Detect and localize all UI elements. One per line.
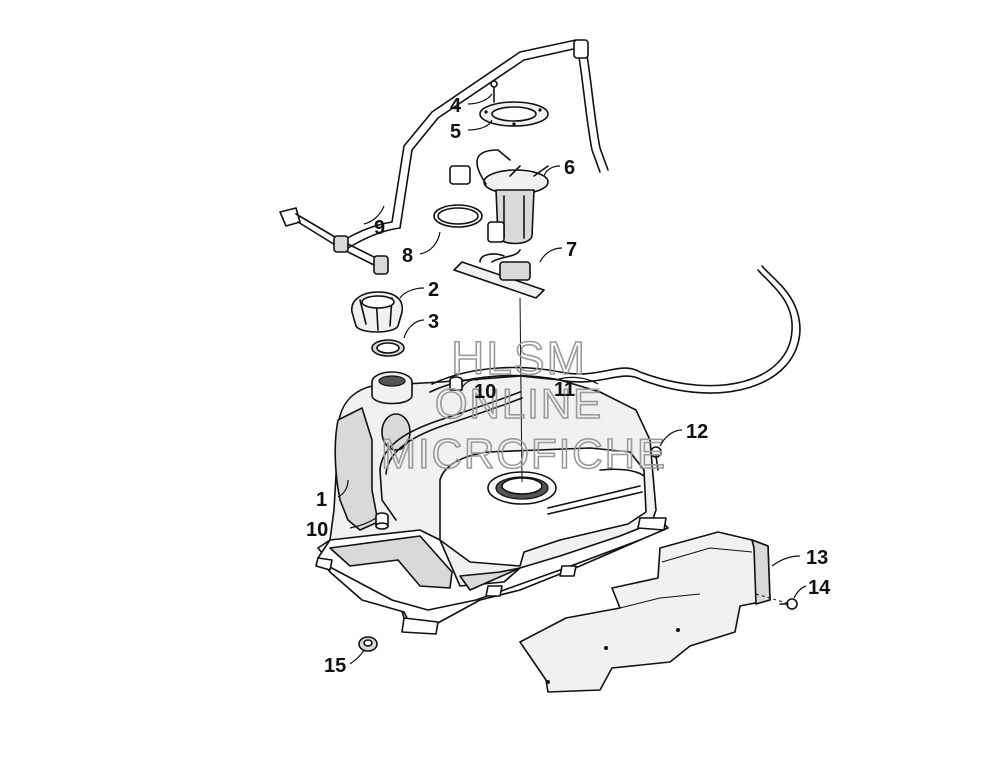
retainer-ring-part-5 — [479, 101, 549, 127]
watermark-line-1: HLSM — [451, 332, 587, 384]
pump-bracket-part-7 — [453, 253, 545, 299]
callout-1: 1 — [316, 489, 327, 511]
callout-14: 14 — [808, 577, 831, 599]
callout-15: 15 — [324, 655, 346, 677]
grommet-part-15 — [358, 636, 378, 652]
watermark-line-3: MICROFICHE — [381, 430, 667, 477]
filler-cap-part-2 — [351, 291, 404, 333]
screw-part-14 — [779, 598, 798, 610]
callout-4: 4 — [450, 95, 462, 117]
callout-2: 2 — [428, 279, 439, 301]
watermark-line-2: ONLINE — [435, 380, 603, 427]
callout-3: 3 — [428, 311, 439, 333]
fuel-tank-part-1 — [315, 265, 801, 635]
callout-7: 7 — [566, 239, 577, 261]
heat-shield-part-13 — [519, 531, 791, 693]
filler-gasket-part-3 — [371, 339, 405, 357]
screw-part-4 — [490, 80, 498, 103]
watermark: HLSM ONLINE MICROFICHE — [380, 331, 667, 478]
callout-10-lower: 10 — [306, 519, 328, 541]
callout-12: 12 — [686, 421, 708, 443]
pump-alignment-line — [519, 297, 523, 483]
callout-13: 13 — [806, 547, 828, 569]
callout-10-upper: 10 — [474, 381, 496, 403]
callout-labels: 1 2 3 4 5 6 7 8 9 10 10 11 12 13 14 15 — [306, 95, 831, 677]
callout-5: 5 — [450, 121, 461, 143]
callout-8: 8 — [402, 245, 413, 267]
screw-part-12 — [650, 446, 662, 471]
vent-hose-part-9 — [279, 39, 609, 275]
callout-11: 11 — [554, 379, 575, 401]
fuel-pump-part-6 — [449, 149, 549, 263]
leader-lines — [337, 93, 807, 665]
callout-9: 9 — [374, 217, 385, 239]
fitting-part-10-lower — [375, 512, 389, 530]
pump-seal-part-8 — [433, 204, 483, 228]
callout-6: 6 — [564, 157, 575, 179]
fitting-part-10-upper — [449, 376, 463, 391]
